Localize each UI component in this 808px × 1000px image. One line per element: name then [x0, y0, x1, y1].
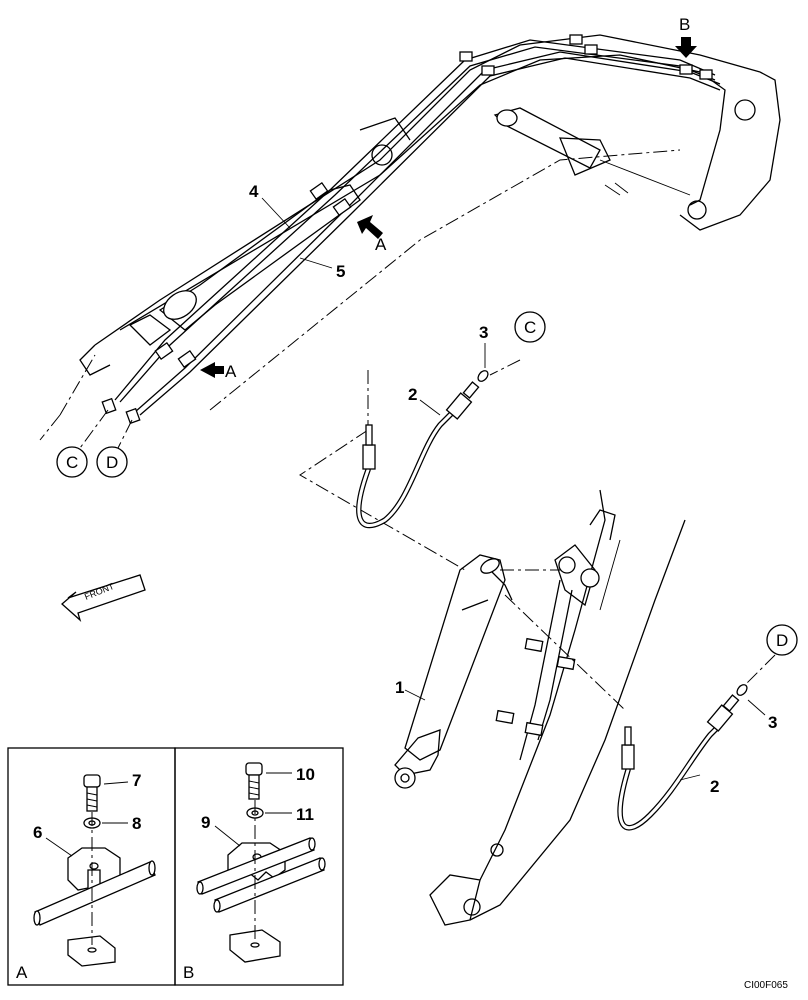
callout-10: 10: [296, 765, 315, 784]
arm-cylinder: [394, 554, 513, 789]
hose-2-lower: [617, 694, 740, 831]
svg-text:D: D: [776, 631, 788, 650]
callout-1: 1: [395, 678, 404, 697]
callout-7: 7: [132, 771, 141, 790]
pipe-clamps: [154, 34, 713, 369]
callout-4: 4: [249, 182, 259, 201]
front-arrow: FRONT: [61, 574, 146, 622]
callout-8: 8: [132, 814, 141, 833]
arm: [429, 489, 686, 926]
callout-2-lower: 2: [710, 777, 719, 796]
circle-c-top: C: [514, 311, 546, 343]
callout-2-upper: 2: [408, 385, 417, 404]
callout-11: 11: [296, 805, 314, 824]
callout-3-upper: 3: [479, 323, 488, 342]
boom-assembly: [39, 34, 781, 441]
svg-text:C: C: [66, 453, 78, 472]
svg-text:C: C: [524, 318, 536, 337]
detail-a-label: A: [16, 963, 28, 982]
o-ring-3-upper: [477, 370, 489, 382]
hose-2-upper: [356, 381, 480, 529]
view-arrow-b: B: [675, 15, 697, 58]
circle-c-left: C: [56, 409, 109, 478]
pipe-end-fittings: [101, 397, 141, 425]
o-ring-3-lower: [736, 684, 748, 696]
circle-d-right: D: [766, 624, 798, 656]
view-arrow-b-label: B: [679, 15, 690, 34]
callout-5: 5: [336, 262, 345, 281]
callout-9: 9: [201, 813, 210, 832]
view-arrow-a-upper-label: A: [375, 235, 387, 254]
svg-text:D: D: [106, 453, 118, 472]
callout-3-lower: 3: [768, 713, 777, 732]
detail-a-box: A: [7, 747, 176, 986]
circle-d-left: D: [96, 419, 133, 478]
callout-6: 6: [33, 823, 42, 842]
drawing-code: CI00F065: [744, 980, 788, 991]
view-arrow-a-lower: A: [200, 362, 237, 381]
detail-b-label: B: [183, 963, 194, 982]
view-arrow-a-upper: A: [357, 215, 387, 254]
detail-b-box: B: [174, 747, 344, 986]
view-arrow-a-lower-label: A: [225, 362, 237, 381]
